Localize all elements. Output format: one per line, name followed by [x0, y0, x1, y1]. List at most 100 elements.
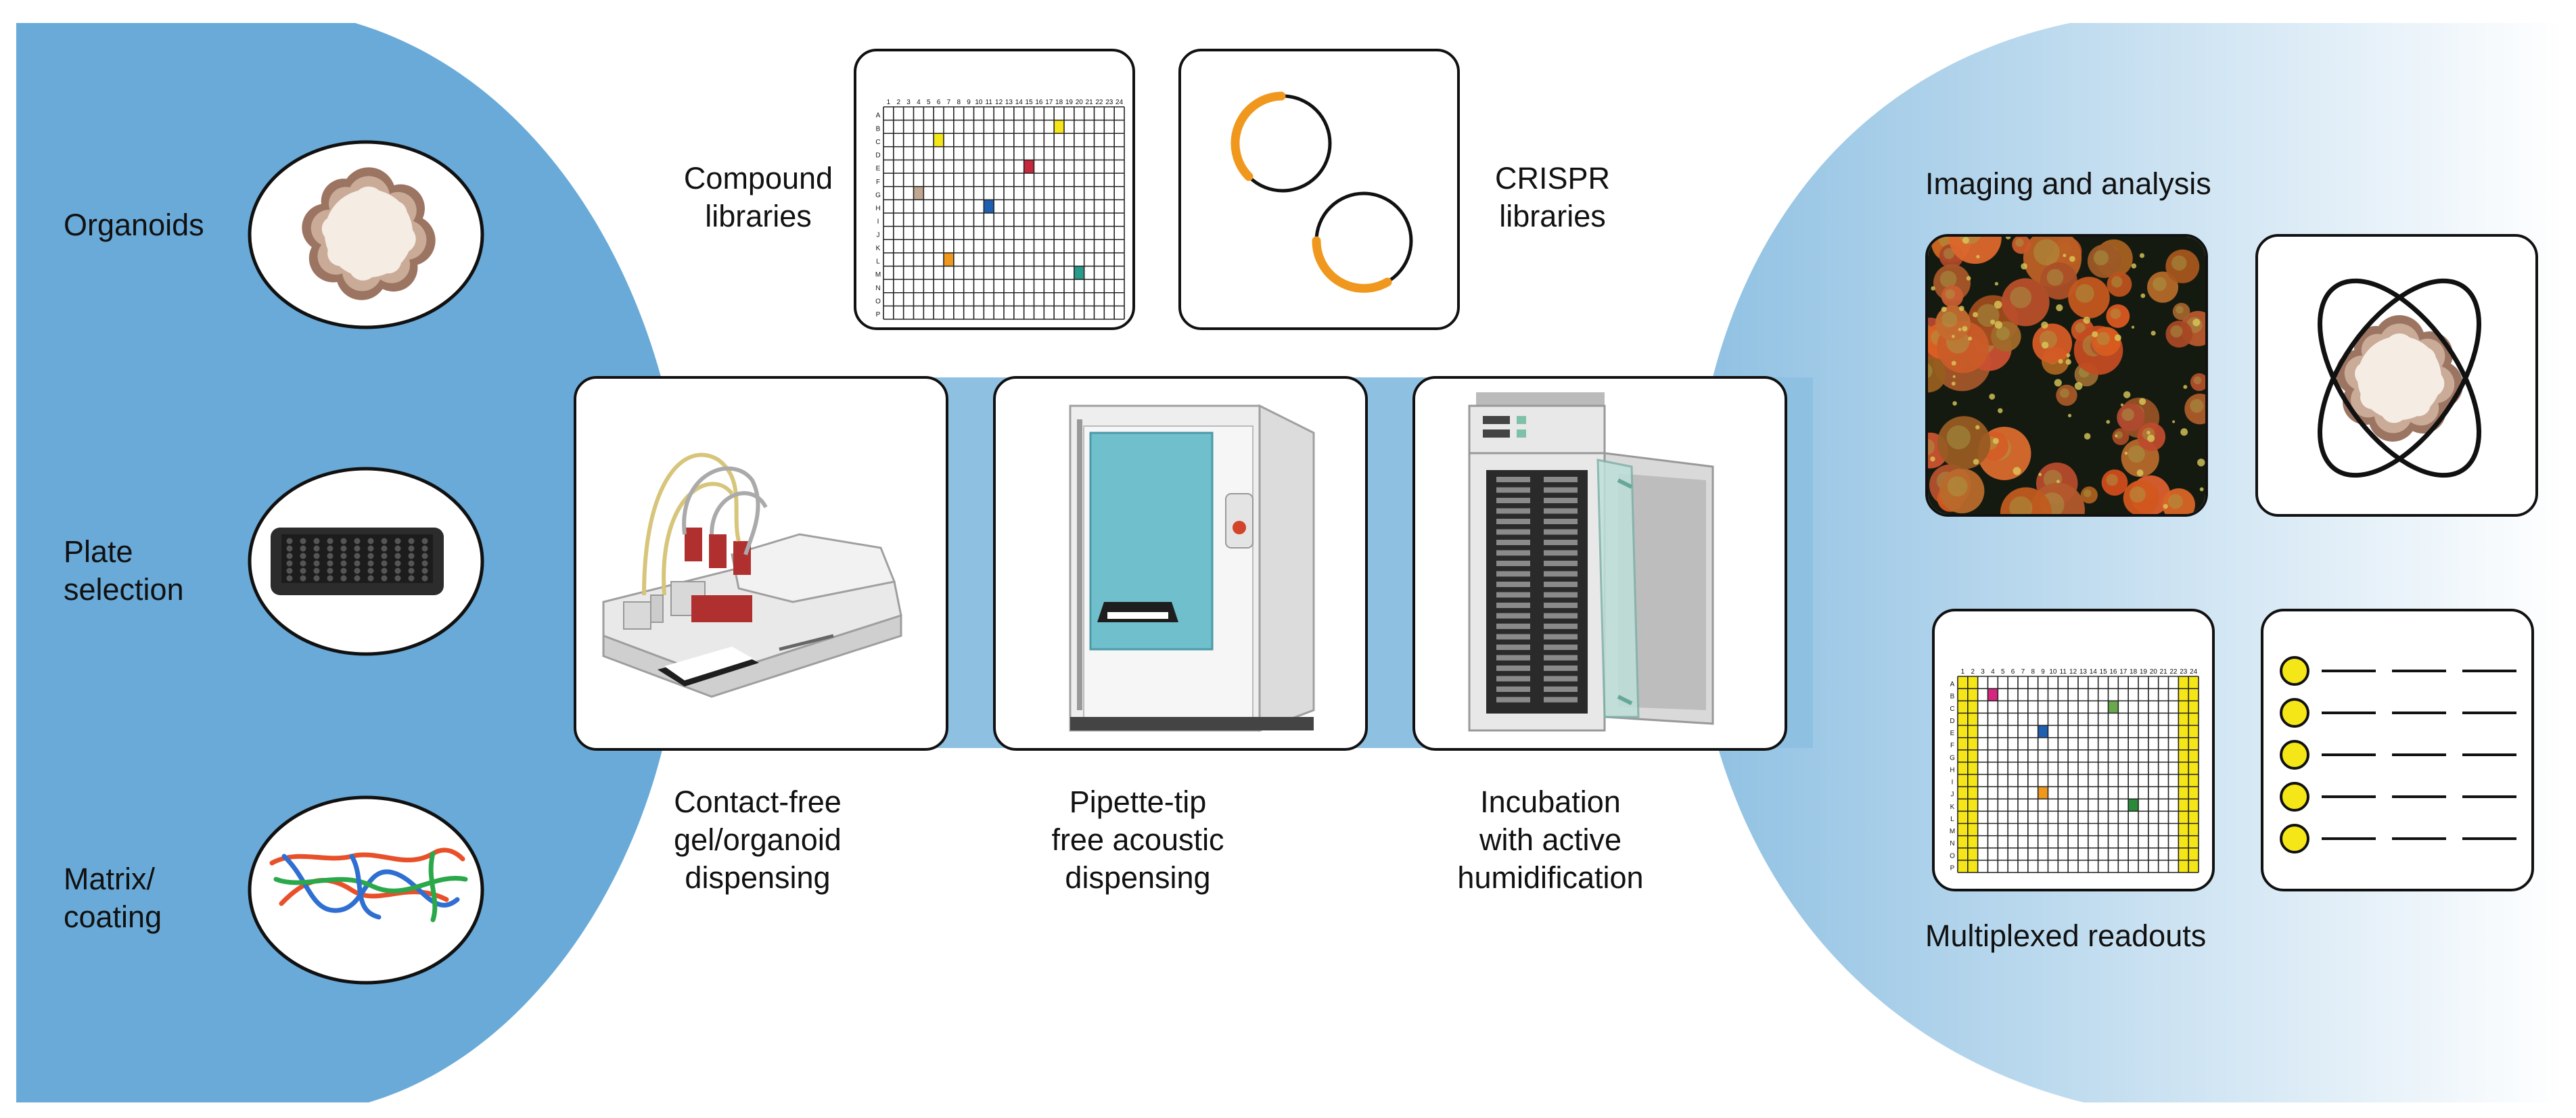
analysis-box [2255, 234, 2538, 517]
svg-text:1: 1 [1961, 668, 1965, 676]
svg-text:11: 11 [2060, 668, 2067, 676]
svg-text:M: M [875, 271, 881, 279]
svg-text:15: 15 [1026, 99, 1034, 106]
matrix-fibers-icon [269, 847, 468, 923]
organoid-icon [302, 167, 436, 300]
svg-text:17: 17 [1045, 99, 1053, 106]
svg-text:20: 20 [1076, 99, 1084, 106]
crispr-plasmid-icons [1230, 91, 1413, 293]
incubator-label: Incubation with active humidification [1457, 785, 1644, 895]
svg-text:J: J [1951, 791, 1954, 799]
svg-text:L: L [1950, 816, 1954, 823]
svg-text:22: 22 [1095, 99, 1103, 106]
imaging-analysis-label: Imaging and analysis [1925, 166, 2211, 201]
svg-text:N: N [1950, 840, 1954, 847]
acoustic-dispenser-icon [1069, 404, 1315, 732]
svg-text:B: B [1950, 693, 1955, 701]
svg-text:N: N [875, 285, 880, 292]
svg-text:16: 16 [2109, 668, 2117, 676]
liquid-dispenser-icon [602, 452, 902, 698]
svg-text:P: P [876, 311, 881, 319]
svg-text:18: 18 [2130, 668, 2138, 676]
svg-text:13: 13 [2079, 668, 2088, 676]
svg-text:15: 15 [2100, 668, 2108, 676]
svg-text:F: F [1950, 742, 1954, 749]
svg-text:I: I [1952, 779, 1954, 787]
svg-text:6: 6 [937, 99, 941, 106]
svg-text:19: 19 [2140, 668, 2148, 676]
svg-text:C: C [875, 139, 880, 146]
svg-text:11: 11 [986, 99, 993, 106]
incubator-box [1412, 376, 1787, 751]
svg-text:G: G [875, 191, 881, 199]
svg-text:23: 23 [2180, 668, 2188, 676]
svg-text:6: 6 [2011, 668, 2015, 676]
svg-text:A: A [1950, 681, 1955, 689]
organoid-analysis-icon [2318, 278, 2481, 478]
svg-text:O: O [1950, 852, 1955, 860]
svg-text:J: J [877, 231, 880, 239]
svg-text:24: 24 [1116, 99, 1124, 106]
svg-text:19: 19 [1065, 99, 1074, 106]
svg-text:5: 5 [927, 99, 931, 106]
svg-text:D: D [875, 152, 880, 160]
svg-text:2: 2 [1971, 668, 1975, 676]
svg-text:8: 8 [2031, 668, 2035, 676]
svg-text:D: D [1950, 718, 1954, 725]
svg-text:20: 20 [2150, 668, 2158, 676]
organoids-label: Organoids [64, 208, 204, 242]
incubator-icon [1468, 392, 1714, 732]
svg-text:A: A [876, 112, 881, 120]
svg-text:G: G [1950, 754, 1955, 762]
svg-text:23: 23 [1105, 99, 1113, 106]
svg-text:7: 7 [2021, 668, 2025, 676]
svg-text:22: 22 [2169, 668, 2178, 676]
svg-text:13: 13 [1005, 99, 1013, 106]
svg-text:9: 9 [967, 99, 971, 106]
svg-text:E: E [876, 165, 881, 172]
svg-text:P: P [1950, 864, 1955, 872]
well-plate-icon [271, 528, 444, 595]
readout-list-box [2261, 609, 2534, 891]
svg-text:10: 10 [2049, 668, 2057, 676]
svg-text:7: 7 [947, 99, 951, 106]
dispenser-box [574, 376, 948, 751]
svg-text:4: 4 [917, 99, 921, 106]
svg-text:12: 12 [995, 99, 1003, 106]
svg-text:M: M [1950, 828, 1955, 835]
acoustic-dispenser-label: Pipette-tip free acoustic dispensing [1051, 785, 1224, 895]
svg-text:17: 17 [2119, 668, 2128, 676]
readout-list-icon [2280, 656, 2516, 854]
svg-text:21: 21 [2160, 668, 2168, 676]
svg-text:8: 8 [957, 99, 961, 106]
microscopy-image [1928, 237, 2205, 514]
svg-text:O: O [875, 298, 881, 305]
multiplexed-readouts-label: Multiplexed readouts [1925, 918, 2207, 953]
svg-text:18: 18 [1055, 99, 1063, 106]
svg-text:I: I [877, 218, 879, 226]
svg-text:1: 1 [887, 99, 891, 106]
svg-text:2: 2 [896, 99, 900, 106]
acoustic-dispenser-box [993, 376, 1368, 751]
svg-text:3: 3 [1981, 668, 1985, 676]
svg-text:14: 14 [2090, 668, 2098, 676]
svg-text:3: 3 [906, 99, 911, 106]
svg-text:F: F [876, 179, 880, 186]
microscopy-image-box [1925, 234, 2208, 517]
svg-text:H: H [1950, 766, 1954, 774]
svg-text:16: 16 [1035, 99, 1043, 106]
svg-text:24: 24 [2190, 668, 2198, 676]
dispenser-label: Contact-free gel/organoid dispensing [674, 785, 842, 895]
svg-text:9: 9 [2041, 668, 2045, 676]
svg-text:E: E [1950, 730, 1955, 737]
svg-text:14: 14 [1015, 99, 1024, 106]
crispr-library-box [1178, 49, 1460, 330]
svg-text:K: K [876, 245, 881, 252]
matrix-coating-label: Matrix/ coating [64, 862, 162, 934]
svg-text:5: 5 [2001, 668, 2005, 676]
svg-text:K: K [1950, 803, 1955, 811]
